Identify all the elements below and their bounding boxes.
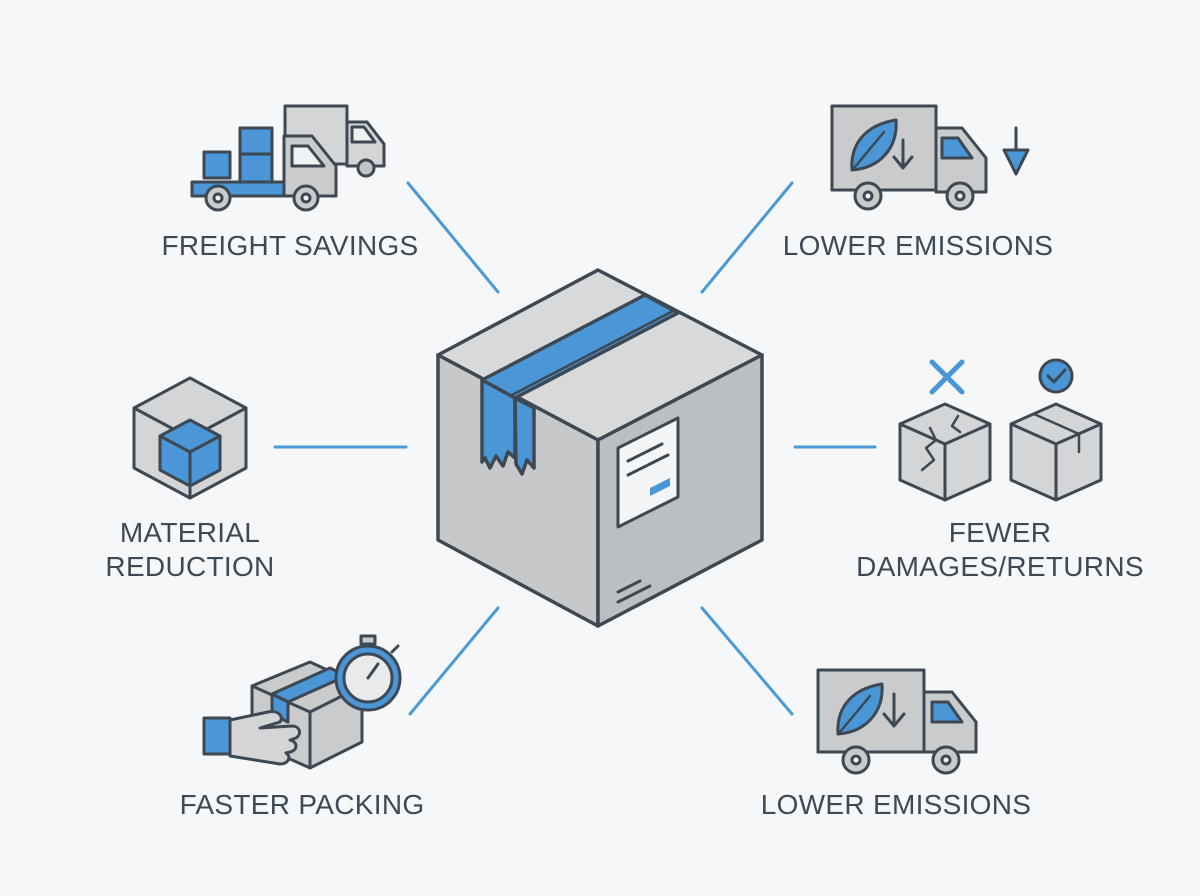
connector-freight-savings — [406, 181, 500, 294]
label-material-reduction: MATERIAL REDUCTION — [60, 516, 320, 584]
connector-lower-emissions-top — [700, 181, 794, 294]
hand-box-stopwatch-icon — [202, 634, 402, 770]
eco-truck-icon-top — [830, 104, 1030, 211]
label-line: MATERIAL — [119, 517, 261, 548]
label-fewer-damages-returns: FEWER DAMAGES/RETURNS — [850, 516, 1150, 584]
connector-lower-emissions-bottom — [700, 606, 794, 716]
damaged-vs-intact-box-icon — [898, 358, 1103, 502]
label-line: FASTER PACKING — [179, 789, 425, 820]
nested-cube-icon — [132, 376, 248, 500]
label-line: DAMAGES/RETURNS — [856, 551, 1144, 582]
label-line: FEWER — [948, 517, 1052, 548]
label-lower-emissions-bottom: LOWER EMISSIONS — [736, 788, 1056, 822]
label-line: FREIGHT SAVINGS — [161, 230, 419, 261]
label-lower-emissions-top: LOWER EMISSIONS — [758, 229, 1078, 263]
eco-truck-icon-bottom — [816, 668, 978, 775]
connectors — [273, 181, 877, 716]
connector-faster-packing — [408, 606, 500, 716]
label-line: REDUCTION — [105, 551, 275, 582]
truck-freight-icon — [190, 104, 386, 212]
check-circle-icon — [1038, 358, 1074, 394]
label-freight-savings: FREIGHT SAVINGS — [130, 229, 450, 263]
cardboard-box-icon — [436, 268, 764, 628]
label-faster-packing: FASTER PACKING — [142, 788, 462, 822]
label-line: LOWER EMISSIONS — [760, 789, 1032, 820]
label-line: LOWER EMISSIONS — [782, 230, 1054, 261]
